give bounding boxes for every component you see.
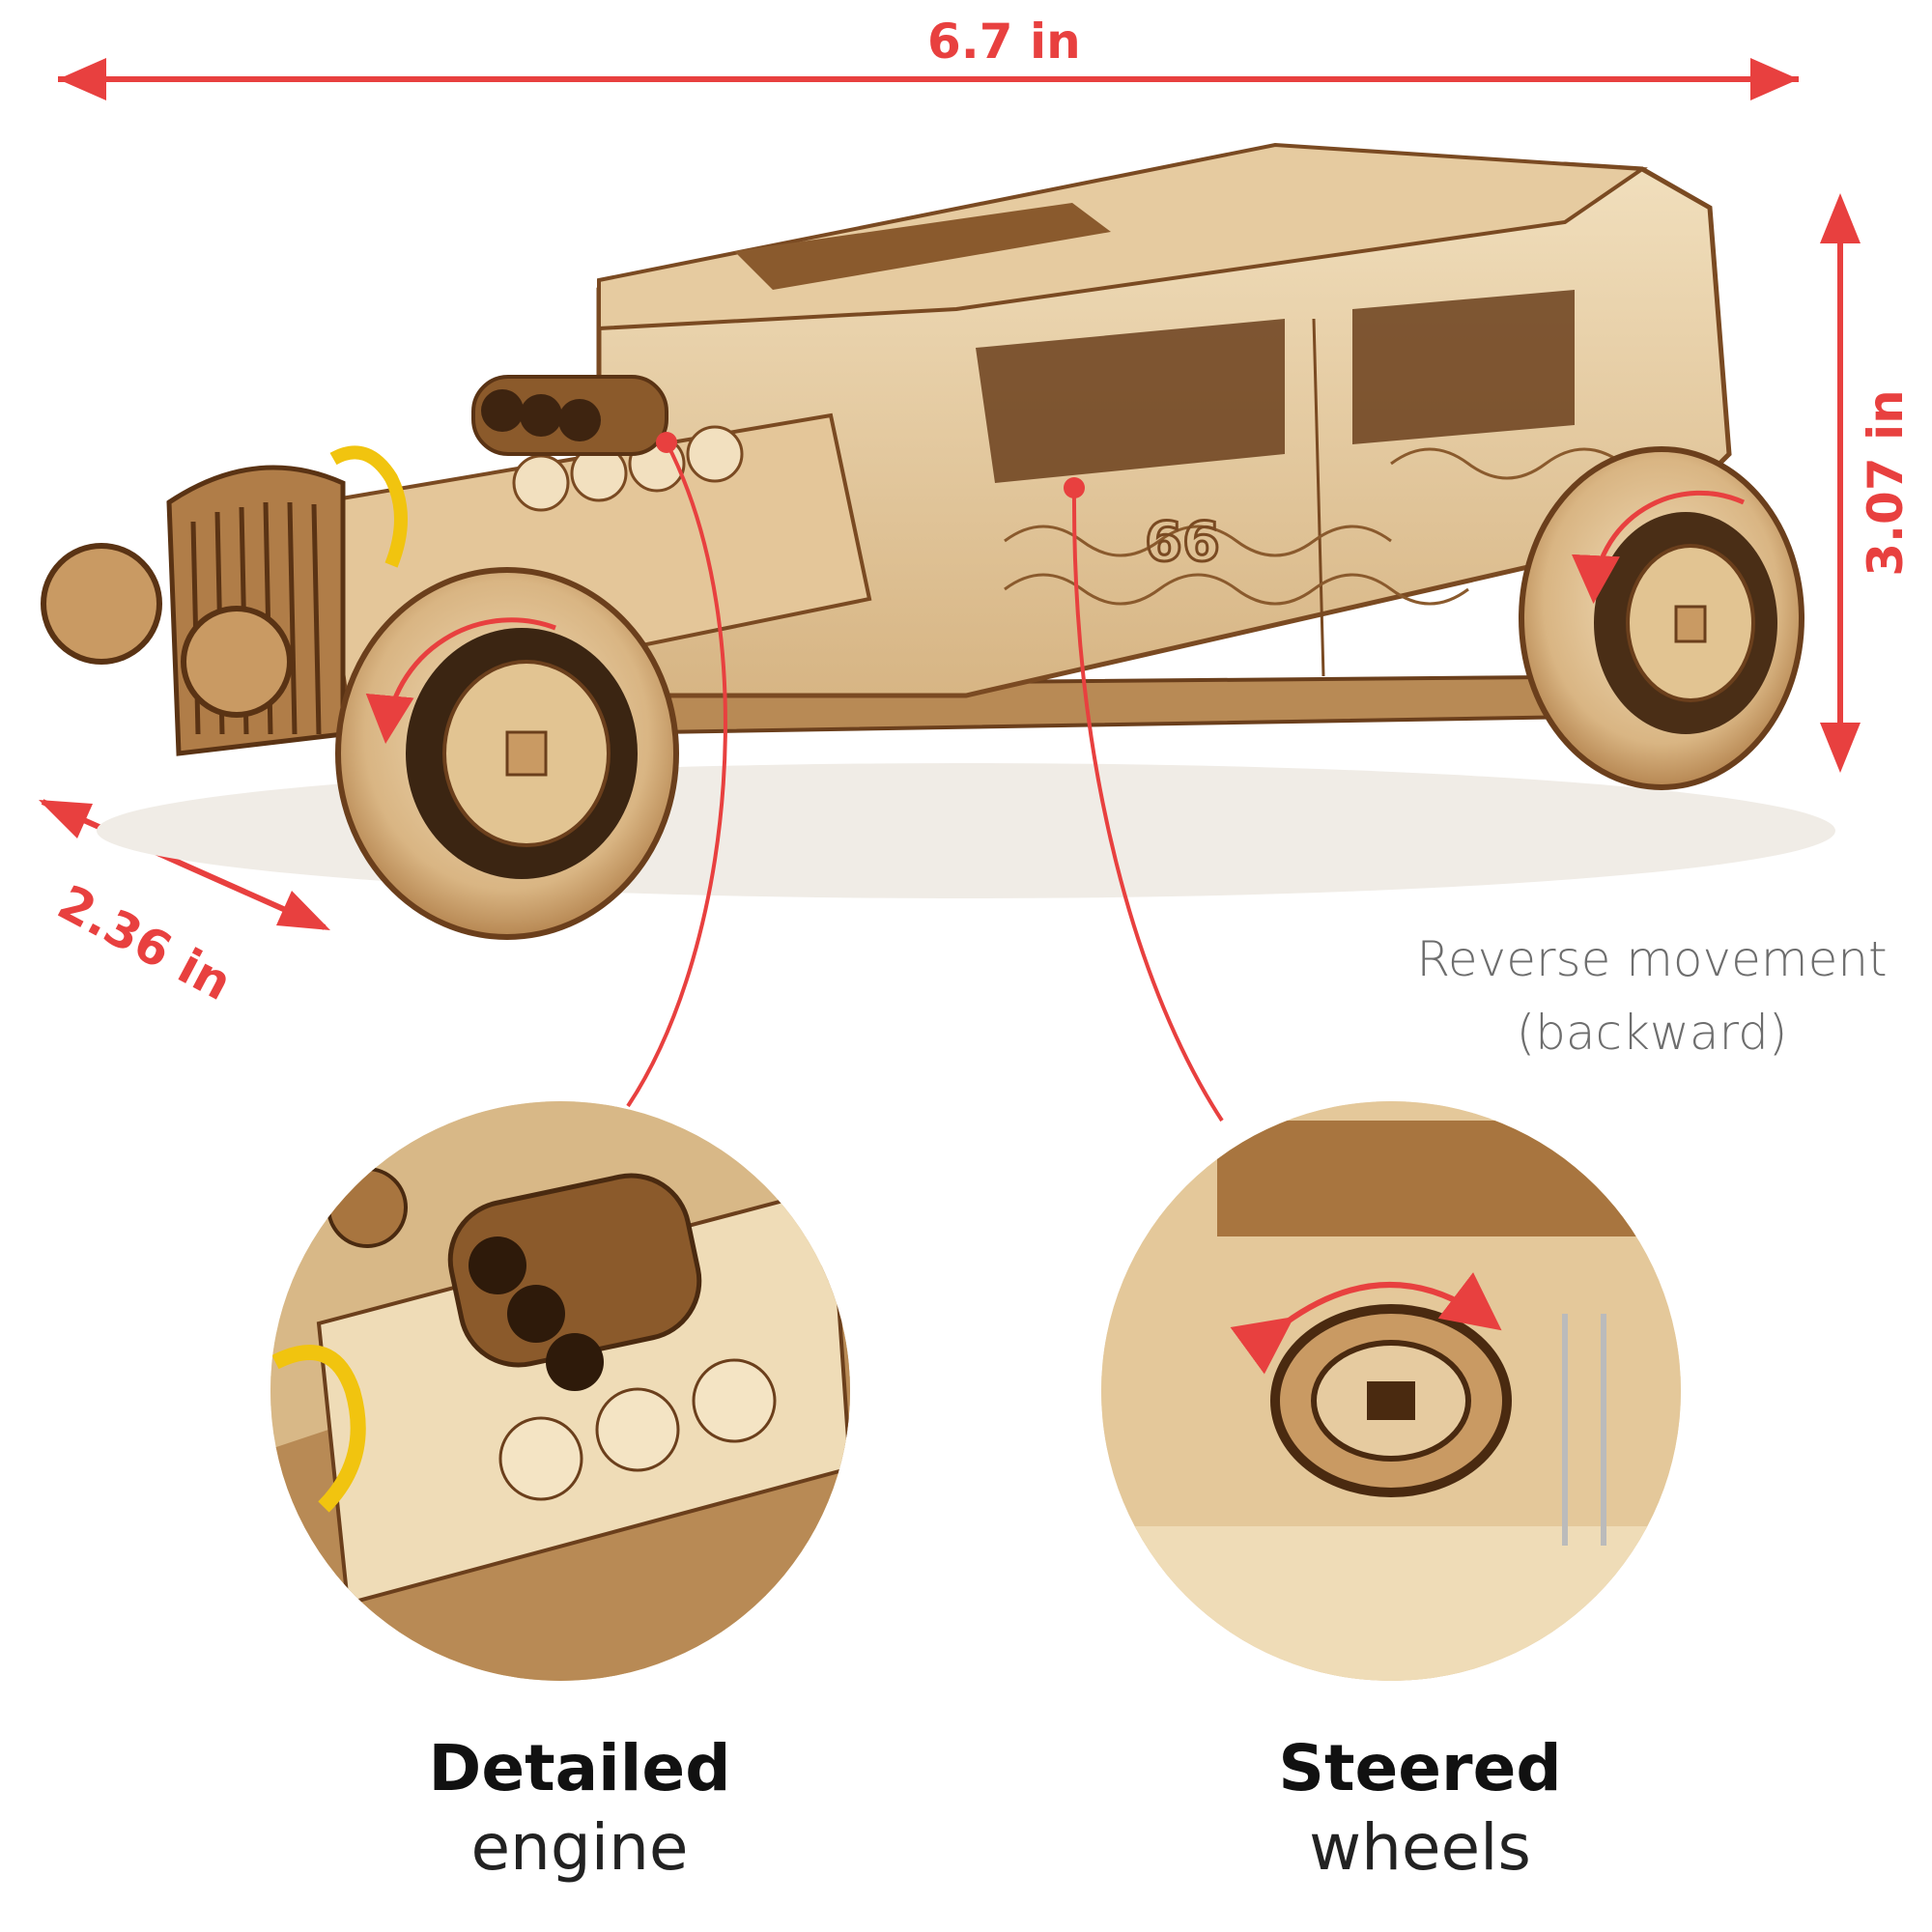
steering-wheel xyxy=(1270,1304,1512,1497)
reverse-movement-note: Reverse movement (backward) xyxy=(1381,923,1922,1069)
height-dimension-arrow xyxy=(1820,193,1861,773)
length-dimension-arrow xyxy=(58,58,1799,100)
note-line-2: (backward) xyxy=(1516,1005,1788,1061)
callout-lines xyxy=(626,432,1224,1122)
steering-feature-caption: Steered wheels xyxy=(1208,1729,1633,1888)
note-line-1: Reverse movement xyxy=(1416,931,1888,987)
engine-feature-subtitle: engine xyxy=(470,1810,689,1885)
exhaust-pipes xyxy=(471,375,668,456)
steering-feature-title: Steered xyxy=(1278,1731,1562,1805)
engine-detail-circle xyxy=(270,1101,850,1681)
wooden-car-model: 66 xyxy=(41,142,1804,940)
length-dimension-label: 6.7 in xyxy=(927,14,1081,70)
rear-wheel xyxy=(1519,446,1804,790)
svg-text:66: 66 xyxy=(1145,511,1220,574)
engine-feature-caption: Detailed engine xyxy=(367,1729,792,1888)
steering-feature-subtitle: wheels xyxy=(1309,1810,1531,1885)
front-wheel xyxy=(335,567,679,940)
steering-detail-circle xyxy=(1101,1101,1681,1681)
front-wheel-rotation-arrow xyxy=(365,617,556,744)
width-dimension-arrow xyxy=(39,799,330,930)
height-dimension-label: 3.07 in xyxy=(1858,389,1914,577)
steering-rotation-arrow xyxy=(1230,1272,1502,1375)
headlight xyxy=(41,543,162,665)
engine-feature-title: Detailed xyxy=(428,1731,731,1805)
headlight xyxy=(181,606,293,718)
rear-wheel-rotation-arrow xyxy=(1572,490,1746,604)
